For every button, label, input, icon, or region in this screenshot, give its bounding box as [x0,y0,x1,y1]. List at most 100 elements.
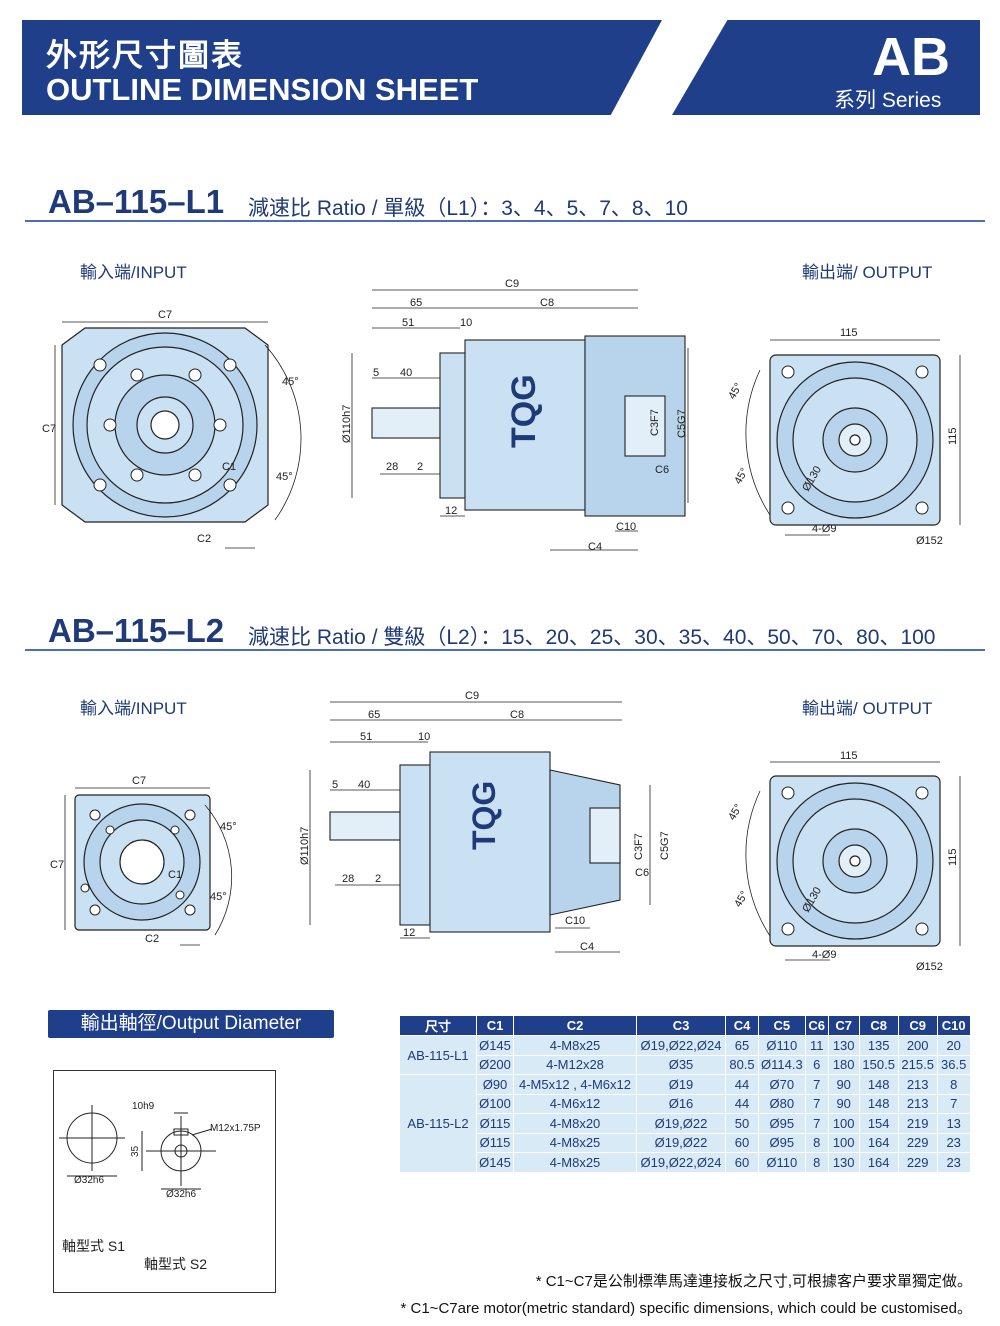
cell: 44 [725,1074,759,1095]
cell: Ø115 [476,1113,514,1134]
cell: 229 [897,1152,938,1173]
dim-10: 10 [460,317,472,329]
cell: 4-M12x28 [513,1054,637,1075]
cell: Ø115 [476,1132,514,1153]
dim-c10-l2: C10 [565,915,585,927]
cell: 60 [725,1132,759,1153]
col-header: 尺寸 [399,1015,477,1036]
s2-label: 軸型式 S2 [144,1256,207,1272]
cell: 130 [827,1035,860,1056]
cell: 213 [897,1093,938,1114]
dim-holes-l2: 4-Ø9 [812,949,836,961]
cell: Ø19 [636,1074,726,1095]
cell: 148 [858,1074,899,1095]
cell: 150.5 [858,1054,899,1075]
ratio-l2: 減速比 Ratio / 雙級（L2）：15、20、25、30、35、40、50、… [248,626,936,649]
section-rule [25,220,985,222]
cell: Ø35 [636,1054,726,1075]
dim-c7-side: C7 [42,423,56,435]
series-code: AB [872,27,950,87]
col-header: C5 [758,1015,806,1036]
l2-side-view: TQG C9 65 C8 51 10 5 40 28 2 12 C4 C10 C… [299,690,671,953]
cell: 11 [804,1035,829,1056]
cell: 90 [827,1093,860,1114]
table-row: Ø145 4-M8x25 Ø19,Ø22,Ø24 60 Ø110 8 130 1… [400,1152,971,1173]
dim-12: 12 [445,505,457,517]
col-header: C7 [827,1015,860,1036]
cell: 4-M8x25 [513,1152,637,1173]
cell: 7 [804,1113,829,1134]
l1-side-view: TQG C9 65 C8 51 10 5 40 28 2 12 C4 C10 C… [341,278,689,553]
cell: 4-M8x25 [513,1035,637,1056]
note-chinese: * C1~C7是公制標準馬達連接板之尺寸,可根據客户要求單獨定做。 [535,1273,972,1290]
dim-5: 5 [373,367,379,379]
dim-2: 2 [417,461,423,473]
dim-40: 40 [400,367,412,379]
dim-c6-l2: C6 [635,867,649,879]
spec-table: 尺寸 C1 C2 C3 C4 C5 C6 C7 C8 C9 C10 AB-115… [399,1015,971,1173]
dim-c1: C1 [222,461,236,473]
header-banner-left [22,20,662,115]
input-label-l2: 輸入端/INPUT [80,699,187,718]
cell: Ø145 [476,1152,514,1173]
cell: 4-M8x25 [513,1132,637,1153]
dim-c1-l2: C1 [168,869,182,881]
cell: Ø19,Ø22,Ø24 [636,1035,726,1056]
cell: 7 [804,1074,829,1095]
col-header: C8 [858,1015,899,1036]
dim-phi110h7-l2: Ø110h7 [299,827,311,865]
cell: 8 [804,1152,829,1173]
cell: Ø95 [758,1113,806,1134]
cell: Ø95 [758,1132,806,1153]
dim-45-out-a: 45° [726,381,745,401]
table-row: Ø200 4-M12x28 Ø35 80.5 Ø114.3 6 180 150.… [400,1054,971,1075]
dim-c3f7-l2: C3F7 [633,833,645,860]
col-header: C4 [725,1015,759,1036]
output-label-l1: 輸出端/ OUTPUT [802,263,933,282]
dim-115-side: 115 [947,427,959,445]
dim-40-l2: 40 [358,779,370,791]
table-row: Ø100 4-M6x12 Ø16 44 Ø80 7 90 148 213 7 [400,1093,971,1114]
output-diameter-box: Ø32h6 10h9 35 M12x1.75P Ø32h6 軸型式 S1 軸型式… [53,1070,276,1293]
dim-28: 28 [386,461,398,473]
brand-logo-l1: TQG [505,374,543,448]
dim-c2: C2 [197,533,211,545]
dim-phi152-l2: Ø152 [916,961,943,973]
model-cell: AB-115-L1 [399,1035,477,1075]
output-label-l2: 輸出端/ OUTPUT [802,699,933,718]
cell: 164 [858,1152,899,1173]
cell: 180 [827,1054,860,1075]
dim-65: 65 [410,297,422,309]
cell: 8 [804,1132,829,1153]
cell: Ø19,Ø22 [636,1113,726,1134]
cell: 135 [858,1035,899,1056]
cell: 90 [827,1074,860,1095]
cell: 219 [897,1113,938,1134]
cell: 229 [897,1132,938,1153]
dim-c8-l2: C8 [510,709,524,721]
dim-45-l2b: 45° [210,891,227,903]
dim-c5g7: C5G7 [676,409,688,438]
dim-c4-l2: C4 [580,941,594,953]
col-header: C2 [513,1015,637,1036]
l1-output-view: 115 115 45° 45° Ø130 4-Ø9 Ø152 [726,327,961,547]
table-row: AB-115-L1 Ø145 4-M8x25 Ø19,Ø22,Ø24 65 Ø1… [399,1035,971,1075]
ratio-l1: 減速比 Ratio / 單級（L1）：3、4、5、7、8、10 [248,197,688,220]
l1-input-view: C7 C7 C1 C2 45° 45° [42,309,302,549]
col-header: C10 [936,1015,971,1036]
l2-output-view: 115 115 45° 45° Ø130 4-Ø9 Ø152 [726,750,961,973]
cell: 215.5 [897,1054,938,1075]
col-header: C1 [476,1015,514,1036]
cell: 4-M5x12 , 4-M6x12 [513,1074,637,1095]
table-header-row: 尺寸 C1 C2 C3 C4 C5 C6 C7 C8 C9 C10 [399,1015,971,1036]
dim-45-out-l2a: 45° [726,802,745,822]
dim-phi110h7: Ø110h7 [341,405,353,443]
model-title-l2: AB–115–L2 [48,612,225,649]
cell: 8 [936,1074,971,1095]
cell: 130 [827,1152,860,1173]
section-rule [25,649,985,651]
col-header: C9 [897,1015,938,1036]
table-row: Ø115 4-M8x25 Ø19,Ø22 60 Ø95 8 100 164 22… [400,1132,971,1153]
brand-logo-l2: TQG [466,781,502,850]
cell: 100 [827,1132,860,1153]
